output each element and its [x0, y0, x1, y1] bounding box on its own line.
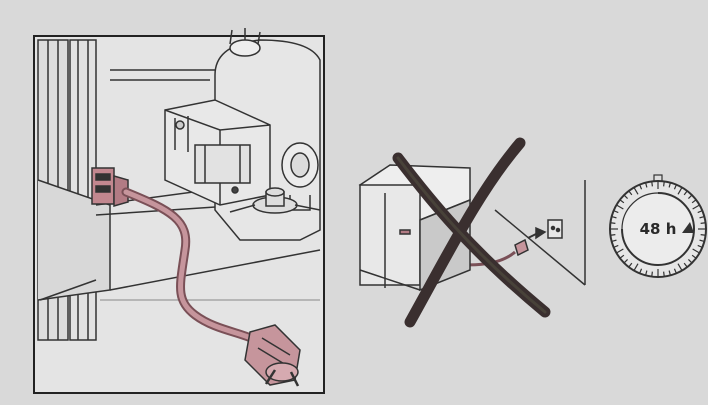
timer-tick [701, 223, 706, 224]
timer-icon: 48 h [610, 175, 706, 277]
timer-tick [664, 181, 665, 186]
timer-tick [701, 235, 706, 236]
timer-tick [610, 235, 615, 236]
timer-tick [610, 223, 615, 224]
power-cord-panel [34, 28, 324, 393]
timer-tick [652, 272, 653, 277]
timer-tick [652, 181, 653, 186]
do-not-plug-in-panel [360, 143, 585, 322]
timer-label: 48 h [640, 220, 677, 238]
timer-tick [664, 272, 665, 277]
